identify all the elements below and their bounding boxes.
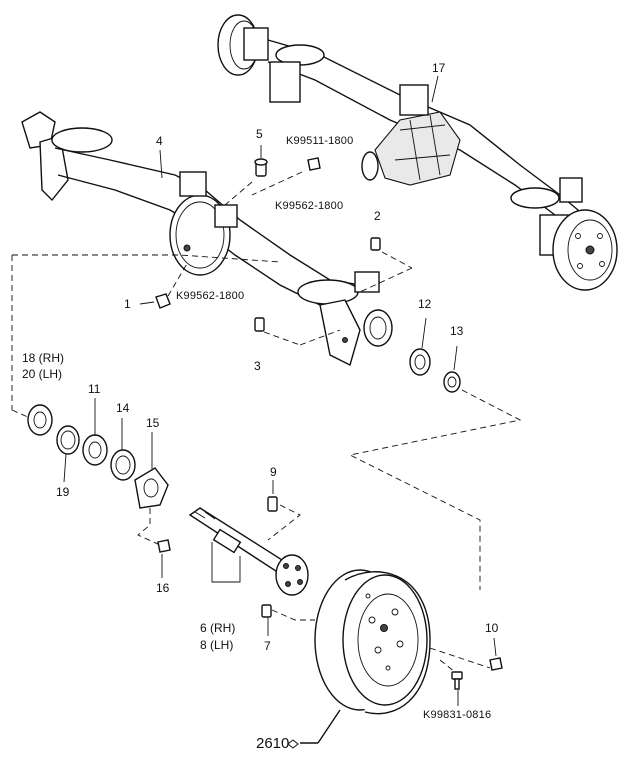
dash-left-bracket xyxy=(11,254,281,410)
bolt-9 xyxy=(267,496,278,512)
leader-19 xyxy=(63,453,67,483)
bolt-3 xyxy=(254,317,265,332)
ref-2610-marker-icon xyxy=(287,739,299,749)
label-part-1: 1 xyxy=(124,297,131,311)
seal-13 xyxy=(443,371,461,393)
dash-15 xyxy=(137,508,161,546)
leader-12 xyxy=(421,317,427,349)
leader-17 xyxy=(431,75,439,103)
label-part-4: 4 xyxy=(156,134,163,148)
label-code-k99562-upper: K99562-1800 xyxy=(275,200,344,212)
dash-nut xyxy=(251,171,303,196)
label-part-19: 19 xyxy=(56,485,70,499)
dash-9 xyxy=(267,504,301,541)
axle-shaft-6-8 xyxy=(188,507,309,596)
label-part-2: 2 xyxy=(374,209,381,223)
nut-1 xyxy=(155,293,171,309)
label-part-16: 16 xyxy=(156,581,170,595)
axle-assembly-17 xyxy=(217,14,618,291)
screw-k99831 xyxy=(451,671,463,690)
leader-4 xyxy=(159,149,163,179)
dash-10 xyxy=(429,647,491,669)
label-code-k99562-lower: K99562-1800 xyxy=(176,290,245,302)
label-part-18: 18 (RH) xyxy=(22,351,65,365)
bolt-5 xyxy=(254,158,268,177)
retainer-15 xyxy=(134,467,169,509)
label-ref-2610: 2610 xyxy=(256,735,290,752)
label-part-20: 20 (LH) xyxy=(22,367,63,381)
nut-10 xyxy=(489,657,503,671)
bearing-11 xyxy=(82,434,108,466)
label-part-7: 7 xyxy=(264,639,271,653)
ring-19 xyxy=(56,425,80,455)
dash-5 xyxy=(224,181,253,206)
bearing-18-20 xyxy=(27,404,53,436)
dash-1 xyxy=(167,261,189,297)
brake-drum-2610 xyxy=(314,569,431,715)
label-part-11: 11 xyxy=(88,382,101,396)
seal-12 xyxy=(409,348,431,376)
bolt-2 xyxy=(370,237,381,251)
label-part-14: 14 xyxy=(116,401,130,415)
dash-7 xyxy=(271,609,315,621)
bracket-6-8 xyxy=(211,542,241,583)
dash-3b xyxy=(299,329,341,346)
label-part-6: 6 (RH) xyxy=(200,621,236,635)
label-code-k99831: K99831-0816 xyxy=(423,709,492,721)
leader-13 xyxy=(453,345,458,371)
label-part-10: 10 xyxy=(485,621,499,635)
label-part-5: 5 xyxy=(256,127,263,141)
nut-k99511 xyxy=(307,157,321,171)
label-part-17: 17 xyxy=(432,61,446,75)
dash-3 xyxy=(263,331,301,346)
label-part-3: 3 xyxy=(254,359,261,373)
label-part-15: 15 xyxy=(146,416,160,430)
nut-16 xyxy=(157,539,171,553)
leader-10 xyxy=(493,637,497,657)
leader-1 xyxy=(139,301,155,305)
dash-18 xyxy=(11,409,31,419)
seal-14 xyxy=(110,449,136,481)
label-part-9: 9 xyxy=(270,465,277,479)
label-part-13: 13 xyxy=(450,324,464,338)
label-part-8: 8 (LH) xyxy=(200,638,234,652)
label-code-k99511: K99511-1800 xyxy=(286,135,354,147)
axle-housing-4 xyxy=(21,111,393,367)
dash-right xyxy=(348,389,522,590)
arrow-2610-lead xyxy=(317,709,341,744)
dash-2 xyxy=(381,251,413,269)
label-part-12: 12 xyxy=(418,297,432,311)
bolt-7 xyxy=(261,604,272,618)
